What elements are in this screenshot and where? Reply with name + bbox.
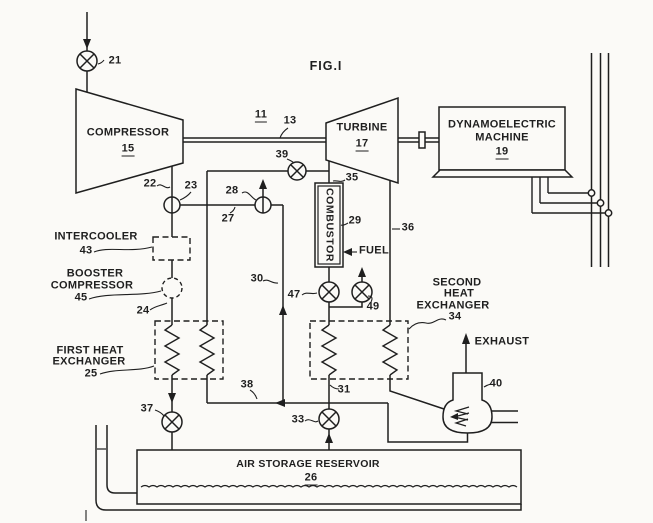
machine-pedestal (431, 169, 574, 178)
combustor-box-inner (317, 185, 341, 265)
line-38-left-arrow-icon (275, 399, 285, 407)
fuel-arrow-icon (343, 248, 352, 256)
first-heat-exchanger-label-1: FIRST HEAT (56, 344, 124, 357)
ref-valve-49: 49 (366, 300, 380, 313)
valve-49-icon (351, 281, 373, 303)
heat-exchanger-coils (163, 324, 399, 376)
second-heat-exchanger-label-2: HEAT (443, 287, 475, 300)
ref-valve-39: 39 (275, 148, 289, 161)
compressor-label: COMPRESSOR (86, 126, 170, 139)
line-30-up-arrow-icon (279, 305, 287, 315)
valve-47-icon (318, 281, 340, 303)
air-storage-reservoir-ref: 26 (304, 471, 318, 486)
ref-valve-21: 21 (108, 54, 122, 67)
ref-line-38: 38 (240, 378, 254, 391)
second-heat-exchanger-label-1: SECOND (432, 276, 482, 289)
booster-compressor-symbol (161, 277, 183, 299)
ref-valve-23: 23 (184, 179, 198, 192)
leader-lines (88, 59, 492, 423)
ref-valve-47: 47 (287, 288, 301, 301)
valve-33-icon (318, 408, 340, 430)
line-24-down-arrow-icon (168, 393, 176, 403)
exhaust-label: EXHAUST (474, 335, 530, 348)
vent-28-arrow-icon (259, 179, 267, 189)
valve-37-icon (161, 411, 183, 433)
ref-line-27: 27 (221, 212, 235, 225)
intercooler-ref: 43 (79, 244, 93, 257)
ref-line-22: 22 (143, 177, 157, 190)
vent-valve-28-icon (254, 196, 272, 214)
booster-compressor-ref: 45 (74, 291, 88, 304)
ref-shaft-13: 13 (283, 114, 297, 127)
booster-compressor-label-1: BOOSTER (66, 267, 124, 280)
valves (76, 50, 373, 433)
shaft-coupling-icon (418, 131, 426, 149)
inlet-arrow-icon (83, 39, 91, 49)
dynamoelectric-machine-ref: 19 (495, 145, 509, 160)
terminal-node-icon (604, 209, 613, 217)
junction-valve-23-icon (163, 196, 181, 214)
fuel-label: FUEL (359, 244, 389, 257)
combustor-label: COMBUSTOR (323, 187, 336, 263)
figure-title: FIG.I (309, 58, 343, 73)
ref-line-31: 31 (337, 383, 351, 396)
intercooler-box (152, 236, 191, 261)
first-heat-exchanger-box (154, 320, 224, 380)
air-storage-reservoir-label: AIR STORAGE RESERVOIR (236, 457, 380, 470)
dynamoelectric-machine-label-1: DYNAMOELECTRIC (447, 118, 557, 131)
terminal-node-icon (596, 199, 605, 207)
combustor-box (314, 182, 344, 268)
stack-inner-arrow-icon (450, 413, 458, 420)
ref-shaft-11: 11 (254, 108, 268, 123)
ref-line-36: 36 (401, 221, 415, 234)
combustor-ref: 29 (348, 214, 362, 227)
ref-valve-33: 33 (291, 413, 305, 426)
exhaust-arrow-icon (462, 333, 470, 344)
ref-valve-28: 28 (225, 184, 239, 197)
turbine-label: TURBINE (336, 121, 388, 134)
exhaust-stack-vessel (442, 372, 493, 434)
turbine-symbol (325, 96, 399, 185)
reservoir-water-line (140, 484, 518, 488)
first-heat-exchanger-ref: 25 (84, 367, 98, 380)
valve-21-icon (76, 50, 98, 72)
dynamoelectric-machine-box (438, 106, 566, 171)
flow-arrows (83, 39, 470, 443)
dynamoelectric-machine-label-2: MACHINE (475, 131, 529, 144)
valve-33-up-arrow-icon (325, 433, 333, 443)
compressor-symbol (75, 88, 184, 194)
power-bus-lines (531, 53, 613, 267)
ref-valve-37: 37 (140, 402, 154, 415)
intercooler-label: INTERCOOLER (54, 230, 138, 243)
ref-line-30: 30 (250, 272, 264, 285)
shaft-lines (183, 137, 439, 143)
second-heat-exchanger-ref: 34 (448, 310, 462, 323)
valve-39-icon (287, 161, 307, 181)
booster-compressor-label-2: COMPRESSOR (50, 279, 134, 292)
terminal-node-icon (587, 189, 596, 197)
vent-49-arrow-icon (358, 267, 366, 277)
second-heat-exchanger-box (309, 320, 409, 380)
pipes (86, 12, 518, 450)
ref-line-24: 24 (136, 304, 150, 317)
second-heat-exchanger-label-3: EXCHANGER (416, 299, 490, 312)
first-heat-exchanger-label-2: EXCHANGER (52, 355, 126, 368)
air-storage-reservoir-outline (85, 425, 522, 521)
ref-line-35: 35 (345, 171, 359, 184)
turbine-ref: 17 (355, 137, 369, 152)
compressor-ref: 15 (121, 142, 135, 157)
exhaust-stack-ref: 40 (489, 377, 503, 390)
